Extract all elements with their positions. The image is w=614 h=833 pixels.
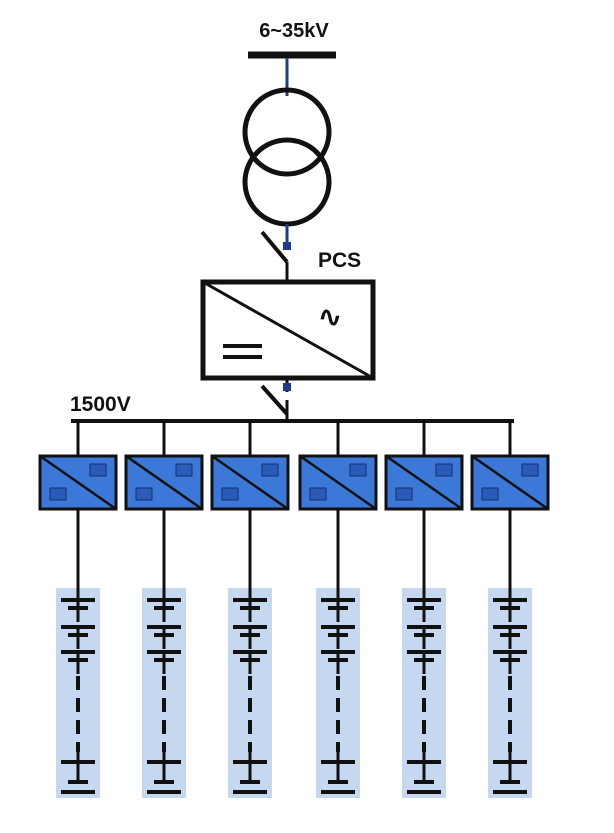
dcdc-branch-5 (384, 421, 464, 798)
dcdc-branch-4 (298, 421, 378, 798)
converter-top-symbol (175, 463, 193, 477)
converter-top-symbol (89, 463, 107, 477)
pcs-label: PCS (318, 249, 361, 272)
converter-top-symbol (261, 463, 279, 477)
converter-diagonal (39, 454, 117, 511)
dcdc-branches (38, 421, 550, 798)
converter-bottom-symbol (221, 487, 239, 501)
dcdc-branch-1 (38, 421, 118, 798)
upper-breaker-symbol (260, 224, 291, 282)
converter-diagonal (211, 454, 289, 511)
dcdc-branch-3 (210, 421, 290, 798)
transformer-symbol (242, 87, 332, 227)
dc-bus-voltage-label: 1500V (70, 393, 131, 416)
converter-diagonal (471, 454, 549, 511)
converter-top-symbol (435, 463, 453, 477)
pcs-inverter-box (200, 279, 376, 381)
dcdc-branch-2 (124, 421, 204, 798)
converter-diagonal (125, 454, 203, 511)
converter-top-symbol (521, 463, 539, 477)
converter-bottom-symbol (395, 487, 413, 501)
converter-bottom-symbol (49, 487, 67, 501)
converter-bottom-symbol (309, 487, 327, 501)
grid-voltage-label: 6~35kV (259, 20, 329, 42)
ac-symbol: ∿ (317, 301, 342, 334)
converter-bottom-symbol (135, 487, 153, 501)
dcdc-branch-6 (470, 421, 550, 798)
converter-bottom-symbol (481, 487, 499, 501)
converter-top-symbol (349, 463, 367, 477)
converter-diagonal (299, 454, 377, 511)
converter-diagonal (385, 454, 463, 511)
lower-breaker-symbol (260, 378, 291, 421)
